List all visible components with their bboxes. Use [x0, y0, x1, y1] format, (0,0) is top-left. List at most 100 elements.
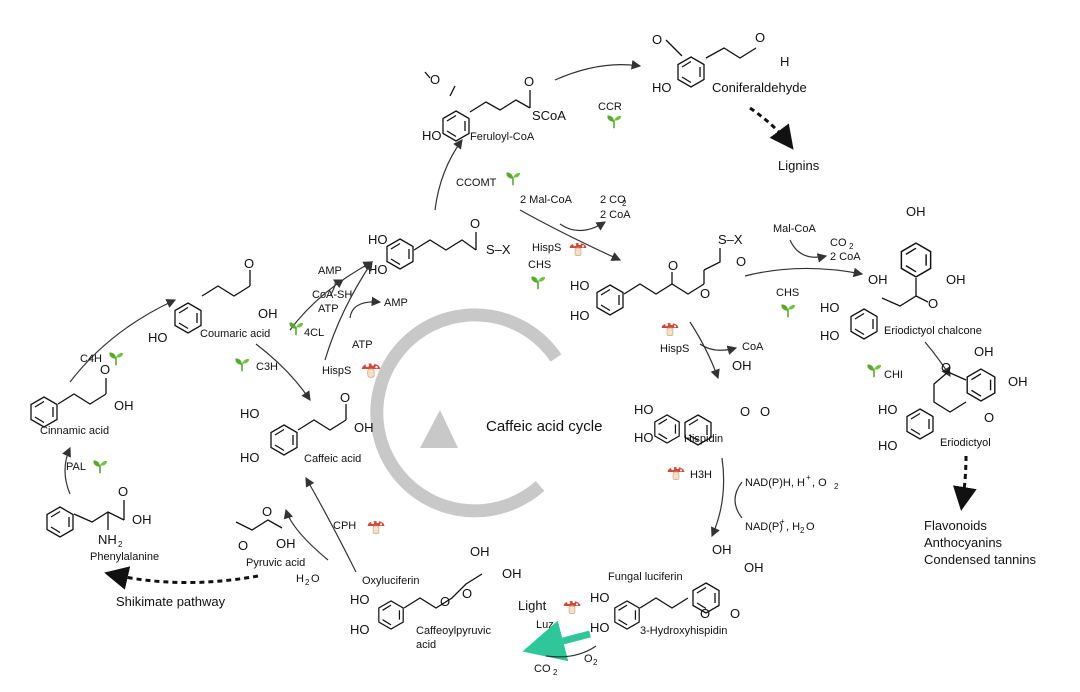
arrow-to-lignins [749, 106, 794, 150]
plant-icon [108, 351, 124, 366]
cycle-arrow-body [370, 308, 562, 518]
ring-icon [174, 302, 202, 334]
fungal-luciferin-structure: Fungal luciferin OH OH O O HO HO 3-Hydro… [590, 542, 764, 637]
svg-text:O: O [584, 653, 593, 665]
arrow-to-cinnamic-acid [62, 446, 71, 495]
arrow-to-flavonoids [952, 455, 977, 511]
svg-text:HO: HO [570, 308, 590, 323]
eriodictyol-structure: OH OH O O HO HO Eriodictyol [878, 344, 1028, 453]
svg-text:2: 2 [305, 578, 310, 587]
caffeoyl-coa-structure: HO HO O S–X [368, 216, 511, 277]
svg-text:2: 2 [593, 658, 598, 667]
svg-text:+: + [780, 517, 785, 526]
hispidin-structure: OH O O HO HO Hispidin [634, 358, 770, 446]
enzyme-hisps-mid: HispS [660, 343, 689, 355]
arrow-caffeoyl-to-feruloyl [434, 139, 463, 211]
arrow-to-caffeic-acid [305, 476, 357, 573]
arrow-coumaric-to-caffeoyl-coa [289, 261, 374, 331]
svg-text:HO: HO [350, 622, 370, 637]
svg-text:OH: OH [868, 272, 888, 287]
mushroom-icon [569, 242, 587, 256]
svg-text:S–X: S–X [718, 232, 743, 247]
svg-text:O: O [244, 256, 254, 271]
svg-text:2: 2 [553, 668, 558, 677]
svg-text:HO: HO [590, 590, 610, 605]
svg-text:O: O [700, 286, 710, 301]
svg-text:2 Mal-CoA: 2 Mal-CoA [520, 194, 573, 206]
enzyme-chs-right: CHS [776, 287, 799, 299]
svg-text:OH: OH [974, 344, 994, 359]
mushroom-icon [667, 466, 685, 480]
svg-text:O: O [462, 586, 472, 601]
svg-text:O: O [652, 32, 662, 47]
polyketide-structure: HO HO O O S–X O [570, 232, 746, 323]
eriodictyol-label: Eriodictyol [940, 437, 991, 449]
svg-text:NAD(P)H, H: NAD(P)H, H [745, 477, 805, 489]
product-shikimate: Shikimate pathway [116, 594, 226, 609]
arrow-coa-release [699, 343, 738, 355]
svg-text:SCoA: SCoA [532, 108, 566, 123]
arrow-amp-release-2 [329, 279, 344, 297]
ring-icon [677, 56, 705, 88]
coumaric-acid-structure: HO O OH Coumaric acid [148, 256, 278, 345]
product-flavonoids: Flavonoids [924, 518, 987, 533]
svg-text:HO: HO [590, 620, 610, 635]
svg-text:O: O [668, 258, 678, 273]
svg-text:HO: HO [878, 438, 898, 453]
svg-text:CO: CO [534, 663, 551, 675]
plant-icon [505, 171, 521, 186]
cycle-arrow-head [420, 410, 458, 448]
svg-text:NAD(P): NAD(P) [745, 521, 783, 533]
ring-icon [386, 238, 414, 270]
arrow-co2-o2 [545, 645, 597, 658]
ring-icon [906, 408, 934, 440]
enzyme-chi: CHI [884, 369, 903, 381]
svg-text:CoA-SH: CoA-SH [312, 289, 352, 301]
svg-text:ATP: ATP [318, 303, 339, 315]
svg-text:HO: HO [350, 592, 370, 607]
svg-text:O: O [928, 296, 938, 311]
cinnamic-acid-structure: O OH Cinnamic acid [30, 362, 134, 437]
svg-text:H: H [780, 54, 789, 69]
enzyme-cph: CPH [333, 520, 356, 532]
ring-icon [850, 308, 878, 340]
svg-text:OH: OH [276, 536, 296, 551]
light-label: Light [518, 598, 547, 613]
enzyme-chs-top: CHS [528, 259, 551, 271]
svg-text:O: O [755, 30, 765, 45]
enzyme-ccr: CCR [598, 101, 622, 113]
svg-text:O: O [430, 72, 440, 87]
svg-text:2 CO: 2 CO [600, 194, 626, 206]
arrow-feruloyl-to-coniferaldehyde [554, 60, 642, 81]
svg-text:ATP: ATP [352, 339, 373, 351]
eriodictyol-chalcone-label: Eriodictyol chalcone [884, 325, 982, 337]
arrow-to-hispidin [689, 321, 720, 380]
svg-text:2: 2 [118, 540, 123, 549]
fungal-luciferin-label: Fungal luciferin [608, 571, 683, 583]
svg-text:O: O [740, 404, 750, 419]
enzyme-4cl: 4CL [304, 327, 324, 339]
ring-icon [46, 506, 74, 538]
svg-text:O: O [984, 410, 994, 425]
arrow-coumaric-to-caffeic [255, 343, 311, 401]
svg-text:2: 2 [800, 526, 805, 535]
plant-icon [606, 114, 622, 129]
svg-text:OH: OH [470, 544, 490, 559]
svg-text:HO: HO [240, 450, 260, 465]
svg-text:OH: OH [946, 272, 966, 287]
svg-text:2 CoA: 2 CoA [830, 251, 861, 263]
svg-text:H: H [296, 573, 304, 585]
ring-icon [442, 110, 470, 142]
cinnamic-acid-label: Cinnamic acid [40, 425, 109, 437]
plant-icon [234, 357, 250, 372]
mushroom-icon [661, 322, 679, 336]
svg-text:S–X: S–X [486, 242, 511, 257]
pyruvic-acid-label: Pyruvic acid [246, 557, 305, 569]
product-tannins: Condensed tannins [924, 552, 1037, 567]
ring-icon [614, 600, 640, 630]
svg-text:O: O [730, 606, 740, 621]
coniferaldehyde-structure: O HO O H Coniferaldehyde [652, 30, 807, 95]
enzyme-pal: PAL [66, 461, 86, 473]
